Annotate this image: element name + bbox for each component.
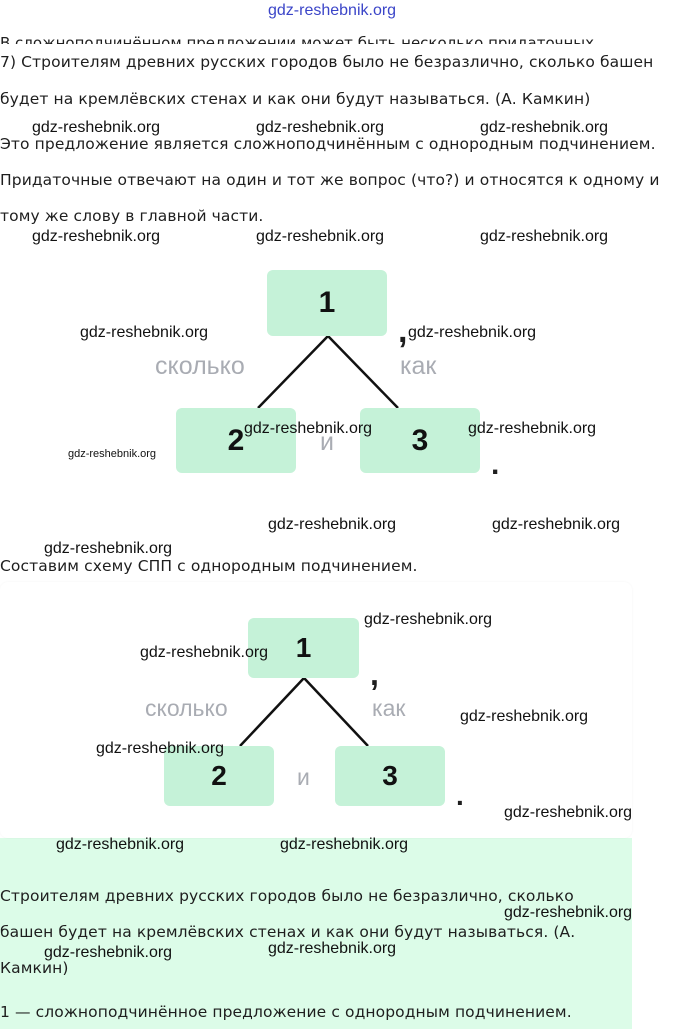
explanation-line-3: тому же слову в главной части. bbox=[0, 207, 264, 225]
scheme-1-left-branch bbox=[257, 335, 329, 409]
watermark: gdz-reshebnik.org bbox=[256, 228, 385, 245]
watermark-top: gdz-reshebnik.org bbox=[268, 2, 397, 19]
answer-line-2: башен будет на кремлёвских стенах и как … bbox=[0, 923, 576, 941]
watermark: gdz-reshebnik.org bbox=[56, 836, 185, 853]
scheme-2-word-left: сколько bbox=[145, 695, 228, 721]
scheme-2-word-right: как bbox=[372, 695, 406, 721]
watermark-small: gdz-reshebnik.org bbox=[68, 448, 157, 460]
scheme-2-conjunction: и bbox=[297, 764, 310, 790]
scheme-1-comma: , bbox=[398, 312, 408, 350]
explanation-line-2: Придаточные отвечают на один и тот же во… bbox=[0, 171, 660, 189]
watermark: gdz-reshebnik.org bbox=[268, 516, 397, 533]
scheme-1-word-left: сколько bbox=[155, 352, 245, 380]
scheme-1-conjunction: и bbox=[320, 428, 334, 456]
watermark: gdz-reshebnik.org bbox=[480, 119, 609, 136]
watermark: gdz-reshebnik.org bbox=[244, 420, 373, 437]
scheme-caption: Составим схему СПП с однородным подчинен… bbox=[0, 557, 418, 575]
answer-line-4: 1 — сложноподчинённое предложение с одно… bbox=[0, 1003, 572, 1021]
watermark: gdz-reshebnik.org bbox=[32, 228, 161, 245]
scheme-2-period: . bbox=[456, 780, 464, 811]
scheme-1-word-right: как bbox=[400, 352, 437, 380]
answer-line-1: Строителям древних русских городов было … bbox=[0, 887, 574, 905]
watermark: gdz-reshebnik.org bbox=[44, 540, 173, 557]
watermark: gdz-reshebnik.org bbox=[280, 836, 409, 853]
scheme-2-right-branch bbox=[303, 677, 369, 747]
answer-line-3: Камкин) bbox=[0, 959, 69, 977]
watermark: gdz-reshebnik.org bbox=[504, 804, 633, 821]
task-line-1: 7) Строителям древних русских городов бы… bbox=[0, 53, 654, 71]
watermark: gdz-reshebnik.org bbox=[460, 708, 589, 725]
scheme-1-right-branch bbox=[327, 335, 399, 409]
watermark: gdz-reshebnik.org bbox=[480, 228, 609, 245]
scheme-2-subordinate-3: 3 bbox=[335, 746, 445, 806]
task-line-2: будет на кремлёвских стенах и как они бу… bbox=[0, 90, 591, 108]
explanation-line-1: Это предложение является сложноподчинённ… bbox=[0, 135, 656, 153]
scheme-1-period: . bbox=[491, 448, 500, 481]
watermark: gdz-reshebnik.org bbox=[468, 420, 597, 437]
watermark: gdz-reshebnik.org bbox=[32, 119, 161, 136]
cut-off-line: В сложноподчинённом предложении может бы… bbox=[0, 34, 640, 44]
watermark: gdz-reshebnik.org bbox=[492, 516, 621, 533]
cut-off-line-text: В сложноподчинённом предложении может бы… bbox=[0, 34, 595, 44]
answer-panel bbox=[0, 838, 632, 1029]
watermark: gdz-reshebnik.org bbox=[256, 119, 385, 136]
scheme-1-subordinate-3: 3 bbox=[360, 408, 480, 473]
watermark: gdz-reshebnik.org bbox=[364, 611, 493, 628]
scheme-2-subordinate-2: 2 bbox=[164, 746, 274, 806]
watermark: gdz-reshebnik.org bbox=[408, 324, 537, 341]
watermark: gdz-reshebnik.org bbox=[44, 944, 173, 961]
scheme-2-comma: , bbox=[370, 656, 379, 692]
watermark: gdz-reshebnik.org bbox=[268, 940, 397, 957]
scheme-1-main-clause: 1 bbox=[267, 270, 387, 336]
scheme-2-left-branch bbox=[239, 677, 305, 747]
scheme-2-main-clause: 1 bbox=[248, 618, 359, 678]
scheme-1-subordinate-2: 2 bbox=[176, 408, 296, 473]
watermark: gdz-reshebnik.org bbox=[504, 904, 633, 921]
watermark: gdz-reshebnik.org bbox=[140, 644, 269, 661]
watermark: gdz-reshebnik.org bbox=[96, 740, 225, 757]
watermark: gdz-reshebnik.org bbox=[80, 324, 209, 341]
